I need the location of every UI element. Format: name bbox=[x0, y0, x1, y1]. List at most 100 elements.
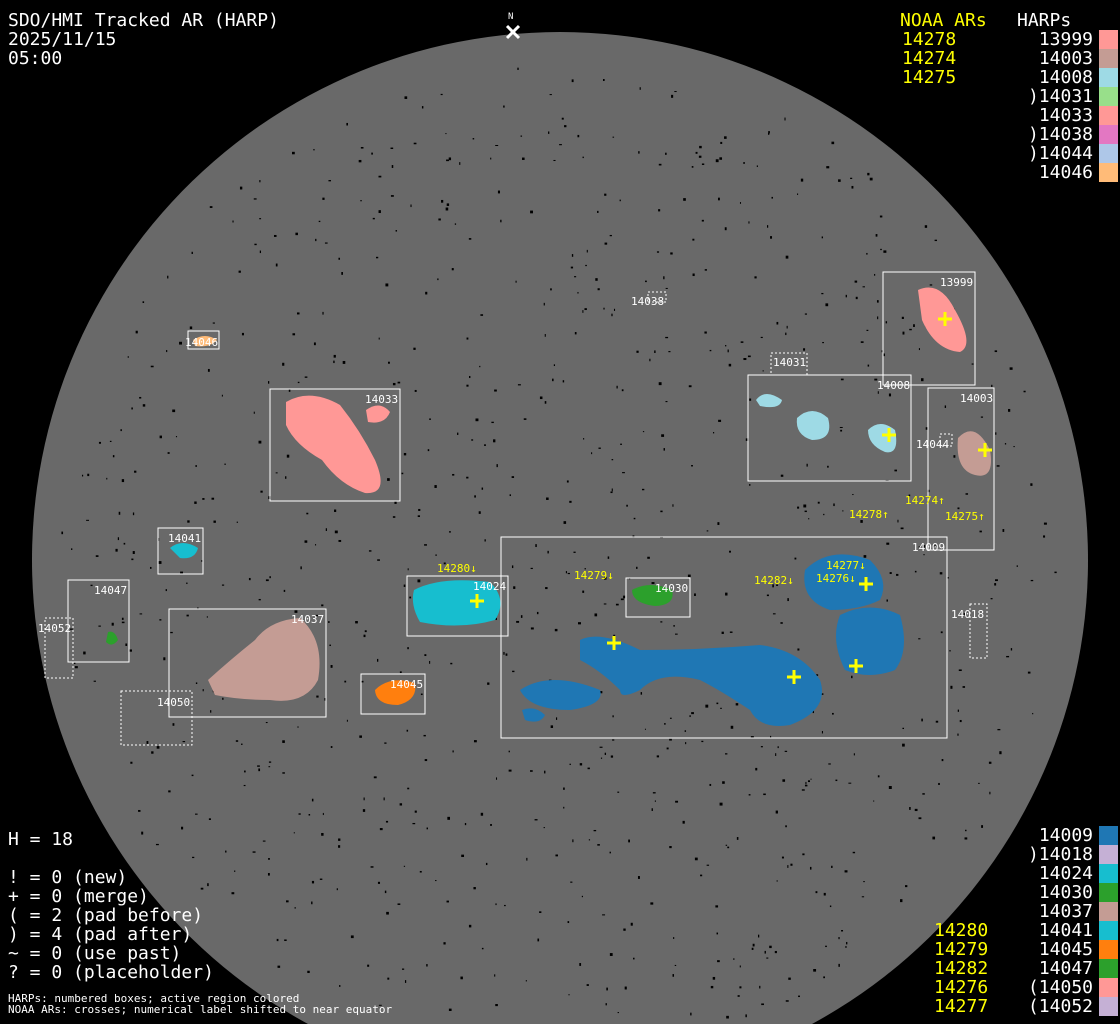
legend-harp: 14045 bbox=[1038, 939, 1093, 960]
harp-box-14003[interactable]: 14003 bbox=[927, 387, 995, 551]
active-region-14009 bbox=[836, 607, 904, 675]
legend-swatch bbox=[1099, 940, 1118, 959]
noaa-label: 14280↓ bbox=[437, 562, 477, 575]
legend-swatch bbox=[1099, 49, 1118, 68]
harp-box-label: 14038 bbox=[631, 295, 664, 308]
legend-swatch bbox=[1099, 845, 1118, 864]
noaa-cross-icon bbox=[607, 636, 621, 650]
active-region-14009 bbox=[580, 636, 822, 726]
stat-line: ) = 4 (pad after) bbox=[8, 924, 193, 945]
note-noaa: NOAA ARs: crosses; numerical label shift… bbox=[8, 1003, 393, 1016]
harp-box-14008[interactable]: 14008 bbox=[747, 374, 912, 482]
legend-swatch bbox=[1099, 30, 1118, 49]
harp-box-14018[interactable]: 14018 bbox=[951, 603, 988, 659]
harp-box-label: 14009 bbox=[912, 541, 945, 554]
noaa-label: 14274↑ bbox=[905, 494, 945, 507]
solar-disk bbox=[31, 32, 1088, 1024]
harp-box-14047[interactable]: 14047 bbox=[67, 579, 130, 663]
noaa-label: 14275↑ bbox=[945, 510, 985, 523]
legend-noaa: 14276 bbox=[934, 977, 989, 998]
legend-swatch bbox=[1099, 883, 1118, 902]
legend-swatch bbox=[1099, 997, 1118, 1016]
harp-box-14045[interactable]: 14045 bbox=[360, 673, 426, 715]
noaa-cross-icon bbox=[978, 443, 992, 457]
noaa-cross-icon bbox=[787, 670, 801, 684]
harp-count: H = 18 bbox=[8, 829, 74, 850]
legend-harp: 14046 bbox=[1038, 162, 1093, 183]
active-region-14041 bbox=[170, 543, 198, 559]
harp-box-label: 14031 bbox=[773, 356, 806, 369]
noaa-cross-icon bbox=[849, 659, 863, 673]
stat-line: ~ = 0 (use past) bbox=[8, 943, 182, 964]
harp-box-14009[interactable]: 14009 bbox=[500, 536, 948, 739]
legend-harp: 14047 bbox=[1038, 958, 1093, 979]
legend-swatch bbox=[1099, 864, 1118, 883]
harp-box-14052[interactable]: 14052 bbox=[38, 617, 74, 679]
harp-box-label: 14044 bbox=[916, 438, 949, 451]
active-region-14009 bbox=[520, 680, 601, 710]
north-pole-icon bbox=[505, 24, 521, 40]
noaa-label: 14279↓ bbox=[574, 569, 614, 582]
harp-box-14050[interactable]: 14050 bbox=[120, 690, 193, 746]
legend-harp: 14009 bbox=[1038, 825, 1093, 846]
title: SDO/HMI Tracked AR (HARP) bbox=[8, 10, 279, 31]
noaa-cross-icon bbox=[470, 594, 484, 608]
active-region-14033 bbox=[366, 405, 390, 423]
harp-box-label: 14018 bbox=[951, 608, 984, 621]
legend-swatch bbox=[1099, 902, 1118, 921]
noaa-cross-icon bbox=[859, 577, 873, 591]
stat-line: ( = 2 (pad before) bbox=[8, 905, 204, 926]
legend-swatch bbox=[1099, 125, 1118, 144]
legend-harp: 14037 bbox=[1038, 901, 1093, 922]
harp-box-label: 14030 bbox=[655, 582, 688, 595]
noaa-label: 14278↑ bbox=[849, 508, 889, 521]
harp-box-14030[interactable]: 14030 bbox=[625, 577, 691, 618]
harp-box-label: 13999 bbox=[940, 276, 973, 289]
legend-harp: )14044 bbox=[1027, 143, 1093, 164]
legend-noaa: 14282 bbox=[934, 958, 989, 979]
active-region-14008 bbox=[796, 411, 830, 440]
harp-box-13999[interactable]: 13999 bbox=[882, 271, 976, 386]
harp-box-label: 14052 bbox=[38, 622, 71, 635]
harp-box-label: 14037 bbox=[291, 613, 324, 626]
noaa-label: 14282↓ bbox=[754, 574, 794, 587]
legend-harp: )14018 bbox=[1027, 844, 1093, 865]
harp-box-14033[interactable]: 14033 bbox=[269, 388, 401, 502]
active-region-14045 bbox=[375, 680, 416, 705]
noaa-header: NOAA ARs bbox=[900, 10, 987, 31]
harp-box-label: 14046 bbox=[185, 336, 218, 349]
legend-swatch bbox=[1099, 921, 1118, 940]
legend-harp: 14041 bbox=[1038, 920, 1093, 941]
stat-line: ! = 0 (new) bbox=[8, 867, 128, 888]
noaa-cross-icon bbox=[938, 312, 952, 326]
time: 05:00 bbox=[8, 48, 63, 69]
legend-harp: )14038 bbox=[1027, 124, 1093, 145]
harp-box-14024[interactable]: 14024 bbox=[406, 575, 509, 637]
harp-box-14037[interactable]: 14037 bbox=[168, 608, 327, 718]
active-region-14046 bbox=[193, 336, 217, 347]
legend-swatch bbox=[1099, 163, 1118, 182]
active-region-14030 bbox=[632, 585, 673, 606]
harp-box-label: 14024 bbox=[473, 580, 506, 593]
harp-box-14044[interactable]: 14044 bbox=[916, 433, 953, 451]
harp-box-label: 14047 bbox=[94, 584, 127, 597]
harp-box-label: 14033 bbox=[365, 393, 398, 406]
legend-harp: 13999 bbox=[1038, 29, 1093, 50]
harp-box-label: 14008 bbox=[877, 379, 910, 392]
legend-swatch bbox=[1099, 106, 1118, 125]
magnetic-speckles bbox=[61, 67, 1057, 1019]
note-harps: HARPs: numbered boxes; active region col… bbox=[8, 992, 300, 1005]
stat-line: ? = 0 (placeholder) bbox=[8, 962, 214, 983]
legend-harp: 14024 bbox=[1038, 863, 1093, 884]
legend-swatch bbox=[1099, 87, 1118, 106]
harp-box-14046[interactable]: 14046 bbox=[185, 330, 220, 350]
active-region-14009 bbox=[522, 708, 545, 722]
harp-box-14041[interactable]: 14041 bbox=[157, 527, 204, 575]
legend-noaa: 14274 bbox=[902, 48, 957, 69]
harp-box-label: 14041 bbox=[168, 532, 201, 545]
legend-swatch bbox=[1099, 826, 1118, 845]
harp-box-14038[interactable]: 14038 bbox=[631, 291, 667, 308]
